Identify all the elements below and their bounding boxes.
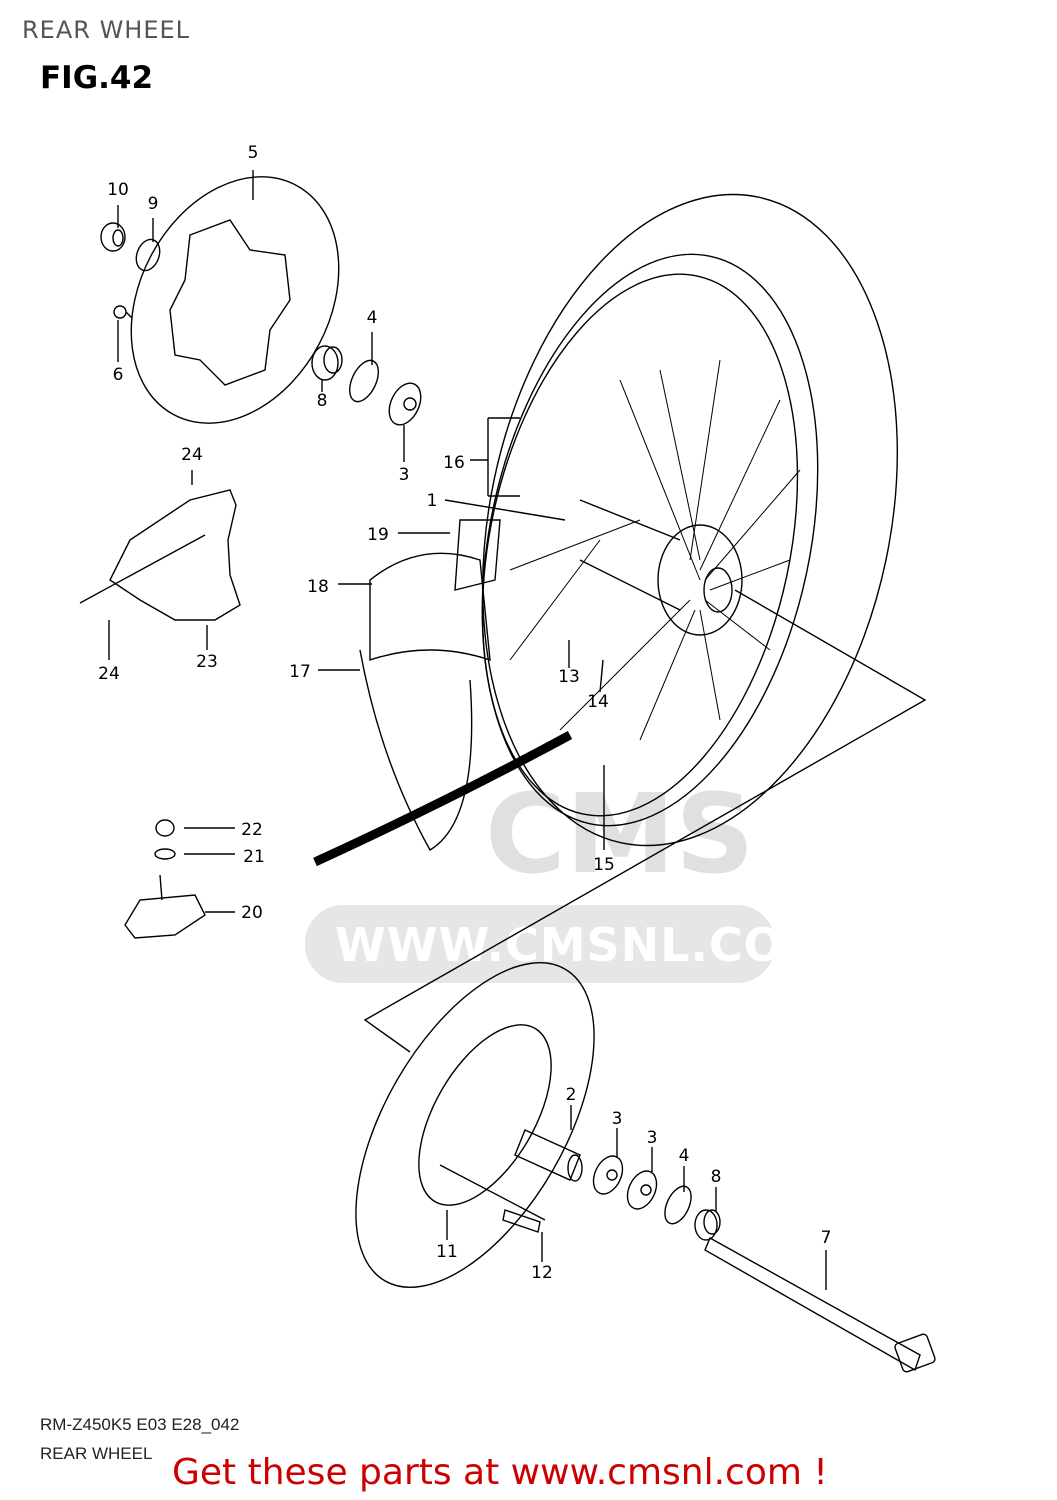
part-number-label: 9 (148, 194, 159, 214)
part-number-label: 15 (593, 855, 615, 875)
rim-band-part (359, 519, 501, 851)
section-title: REAR WHEEL (22, 16, 191, 44)
part-number-label: 5 (248, 143, 259, 163)
part-number-label: 4 (679, 1146, 690, 1166)
part-number-label: 20 (241, 903, 263, 923)
part-number-label: 24 (181, 445, 203, 465)
promo-link[interactable]: Get these parts at www.cmsnl.com ! (172, 1452, 828, 1493)
brake-disc-part (130, 176, 340, 424)
part-number-label: 10 (107, 180, 129, 200)
hub-part (579, 499, 743, 636)
rim-lock-part (124, 874, 206, 939)
part-number-label: 17 (289, 662, 311, 682)
part-number-label: 23 (196, 652, 218, 672)
nut-part (100, 222, 126, 252)
watermark-url: WWW.CMSNL.COM (335, 918, 831, 972)
part-number-label: 18 (307, 577, 329, 597)
part-number-label: 13 (558, 667, 580, 687)
bearing-part (626, 1170, 658, 1210)
part-number-label: 1 (427, 491, 438, 511)
washer-part (154, 848, 176, 860)
part-number-label: 19 (367, 525, 389, 545)
part-number-label: 3 (399, 465, 410, 485)
part-number-label: 4 (367, 308, 378, 328)
collar-part (514, 1129, 583, 1182)
explode-guide-line (363, 589, 927, 1053)
rear-tire-part (481, 193, 899, 847)
part-number-label: 14 (587, 692, 609, 712)
part-number-label: 3 (647, 1128, 658, 1148)
bearing-part (388, 382, 422, 426)
figure-label: FIG.42 (40, 60, 154, 96)
part-number-label: 22 (241, 820, 263, 840)
part-number-label: 16 (443, 453, 465, 473)
sprocket-bolt-part (439, 1164, 546, 1233)
axle-part (704, 1237, 936, 1373)
part-number-label: 3 (612, 1109, 623, 1129)
disc-guard-part (109, 489, 241, 621)
spacer-part (311, 345, 343, 381)
footer-section-name: REAR WHEEL (40, 1444, 153, 1463)
part-number-label: 11 (436, 1242, 458, 1262)
spokes (509, 359, 801, 741)
part-number-label: 7 (821, 1228, 832, 1248)
nut-part (155, 819, 175, 837)
part-number-label: 24 (98, 664, 120, 684)
part-number-label: 6 (113, 365, 124, 385)
part-number-label: 12 (531, 1263, 553, 1283)
tire-tread-band (313, 731, 573, 867)
model-code: RM-Z450K5 E03 E28_042 (40, 1415, 240, 1434)
watermark-banner (305, 905, 775, 983)
part-number-label: 8 (711, 1167, 722, 1187)
part-number-label: 8 (317, 391, 328, 411)
part-number-label: 2 (566, 1085, 577, 1105)
watermark-logo: CMS (485, 770, 755, 898)
seal-part (664, 1185, 692, 1225)
sprocket-part (355, 962, 595, 1288)
spacer-part (694, 1209, 721, 1241)
bearing-part (592, 1155, 624, 1195)
part-number-label: 21 (243, 847, 265, 867)
bolt-part (113, 305, 133, 319)
seal-part (348, 359, 380, 403)
